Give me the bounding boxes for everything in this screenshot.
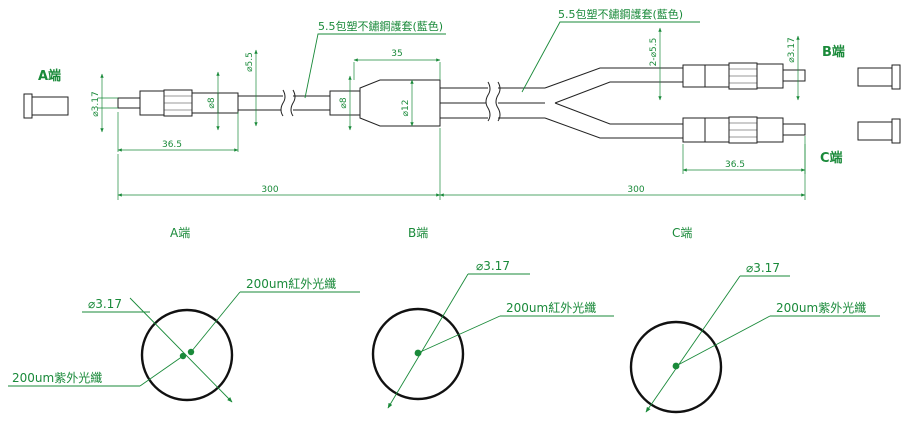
split-tubes: [440, 67, 683, 139]
sheath-note-left: 5.5包塑不鏽鋼護套(藍色): [304, 19, 446, 99]
svg-text:⌀8: ⌀8: [207, 97, 217, 108]
b-end-label: B端: [822, 44, 845, 60]
svg-text:⌀3.17: ⌀3.17: [476, 259, 510, 273]
svg-text:⌀3.17: ⌀3.17: [88, 297, 122, 311]
a-end-cap: [23, 93, 69, 119]
section-b-title: B端: [408, 226, 428, 240]
svg-text:36.5: 36.5: [725, 160, 745, 170]
b-connector: [682, 62, 806, 90]
sheath-note-right: 5.5包塑不鏽鋼護套(藍色): [521, 7, 700, 93]
dim-b-317: ⌀3.17: [787, 35, 800, 101]
dim-a-317: ⌀3.17: [91, 73, 118, 133]
svg-text:200um紅外光纖: 200um紅外光纖: [246, 277, 336, 291]
c-end-label: C端: [820, 150, 843, 166]
dim-b-8: ⌀8: [339, 75, 352, 131]
svg-text:⌀5.5: ⌀5.5: [245, 52, 255, 72]
section-a-title: A端: [170, 226, 190, 240]
svg-text:35: 35: [391, 49, 402, 59]
svg-text:2-⌀5.5: 2-⌀5.5: [649, 38, 659, 67]
svg-text:200um紫外光纖: 200um紫外光纖: [12, 371, 102, 385]
c-end-cap: [857, 118, 901, 144]
dim-a-8: ⌀8: [207, 71, 220, 131]
a-end-label: A端: [38, 68, 61, 84]
dim-a-365: 36.5: [117, 112, 239, 152]
c-connector: [682, 116, 806, 144]
a-connector: [117, 89, 239, 117]
dim-b-365: 36.5: [682, 144, 806, 174]
dim-a-55: ⌀5.5: [245, 49, 258, 127]
b-end-cap: [857, 64, 901, 90]
section-c: ⌀3.17 200um紫外光纖: [629, 261, 880, 414]
svg-text:⌀3.17: ⌀3.17: [91, 91, 101, 116]
dim-35: 35: [353, 49, 441, 80]
svg-text:300: 300: [627, 185, 644, 195]
section-a: ⌀3.17 200um紅外光纖 200um紫外光纖: [8, 277, 360, 403]
dim-300-b: 300: [439, 136, 806, 200]
section-b: ⌀3.17 200um紅外光纖: [371, 259, 614, 409]
svg-text:⌀3.17: ⌀3.17: [787, 37, 797, 62]
svg-text:36.5: 36.5: [162, 140, 182, 150]
section-c-title: C端: [672, 226, 692, 240]
svg-text:⌀12: ⌀12: [401, 100, 411, 117]
svg-text:5.5包塑不鏽鋼護套(藍色): 5.5包塑不鏽鋼護套(藍色): [558, 7, 683, 21]
svg-text:300: 300: [261, 185, 278, 195]
a-tube: [238, 79, 441, 127]
dim-300-a: 300: [117, 128, 441, 200]
svg-text:5.5包塑不鏽鋼護套(藍色): 5.5包塑不鏽鋼護套(藍色): [318, 19, 443, 33]
svg-text:200um紫外光纖: 200um紫外光纖: [776, 301, 866, 315]
svg-text:⌀8: ⌀8: [339, 97, 349, 108]
svg-text:200um紅外光纖: 200um紅外光纖: [506, 301, 596, 315]
dim-b-55: 2-⌀5.5: [649, 27, 662, 101]
dim-12: ⌀12: [401, 79, 414, 127]
svg-text:⌀3.17: ⌀3.17: [746, 261, 780, 275]
